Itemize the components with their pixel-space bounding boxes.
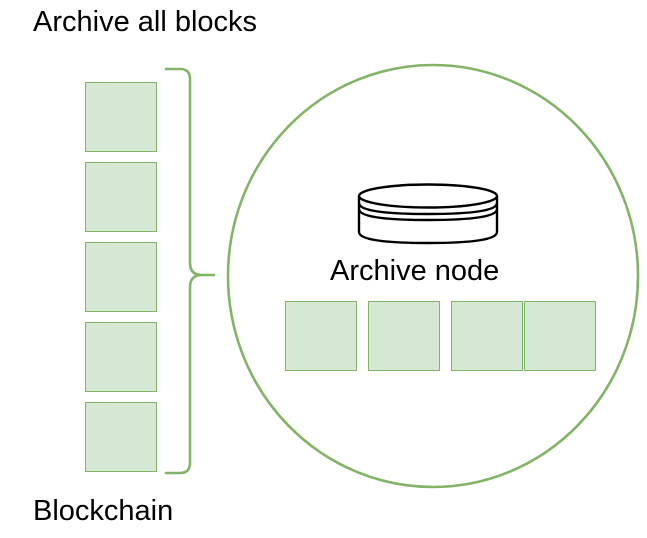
blockchain-block	[85, 162, 157, 232]
blockchain-block	[85, 402, 157, 472]
archive-node-label: Archive node	[330, 255, 500, 287]
archived-block	[285, 301, 357, 371]
database-band-1	[357, 202, 499, 216]
page-title: Archive all blocks	[33, 6, 258, 38]
blockchain-block	[85, 242, 157, 312]
archived-block	[368, 301, 440, 371]
curly-brace-path	[164, 67, 216, 475]
archived-block	[524, 301, 596, 371]
database-body	[357, 196, 499, 245]
archived-block	[451, 301, 523, 371]
blockchain-block	[85, 82, 157, 152]
database-top	[357, 183, 499, 209]
blockchain-block	[85, 322, 157, 392]
archive-node-circle-outline	[226, 63, 640, 489]
database-band-2	[357, 208, 499, 222]
blockchain-label: Blockchain	[33, 495, 174, 527]
